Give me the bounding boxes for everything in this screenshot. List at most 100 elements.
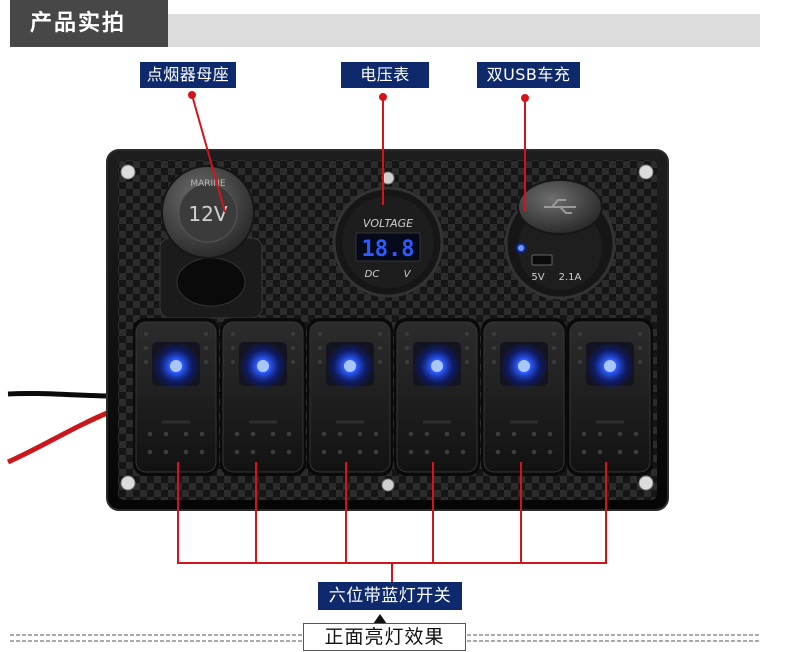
grip-dot [405, 332, 409, 336]
grip-dot [291, 346, 295, 350]
wires [6, 390, 113, 465]
rocker-switch-6 [567, 318, 653, 476]
cigarette-lighter-socket-icon: MARINE 12V [159, 165, 263, 319]
led-core [431, 360, 443, 372]
grip-dot [231, 346, 235, 350]
red-wire [6, 408, 113, 465]
grip-dot [617, 449, 623, 455]
voltmeter-icon: VOLTAGE 18.8 DC V [332, 186, 444, 298]
grip-dot [144, 332, 148, 336]
callout-label-switches: 六位带蓝灯开关 [318, 582, 462, 610]
grip-dot [337, 449, 343, 455]
usb-charger-icon: 5V 2.1A [504, 179, 616, 300]
grip-dot [378, 332, 382, 336]
grip-dot [321, 449, 327, 455]
usb-symbol-icon [544, 199, 576, 214]
grip-dot [408, 431, 414, 437]
voltmeter-display [355, 232, 421, 262]
usb-current-text: 2.1A [559, 272, 582, 283]
mounting-screws [120, 164, 654, 492]
grip-dot [460, 431, 466, 437]
grip-dot [204, 346, 208, 350]
rocker-switch-row [133, 318, 653, 476]
grip-dot [408, 449, 414, 455]
grip-dot [638, 346, 642, 350]
grip-dot [465, 332, 469, 336]
callout-label-lighter: 点烟器母座 [140, 62, 236, 88]
grip-dot [318, 360, 322, 364]
callout-bracket-switches [177, 462, 607, 582]
grip-dot [291, 360, 295, 364]
socket-cap-inner [178, 183, 238, 243]
grip-dot [492, 332, 496, 336]
grip-dot [638, 360, 642, 364]
led-core [170, 360, 182, 372]
usb-voltage-text: 5V [531, 272, 544, 283]
grip-dot [231, 332, 235, 336]
voltmeter-label: VOLTAGE [363, 217, 413, 230]
grip-dot [204, 360, 208, 364]
grip-dot [378, 346, 382, 350]
voltmeter-reading: 18.8 [362, 237, 415, 262]
usb-indicator-led-core [518, 245, 524, 251]
led-core [604, 360, 616, 372]
led-core [257, 360, 269, 372]
rocker-switch-3 [307, 318, 393, 476]
grip-dot [270, 431, 276, 437]
black-wire [7, 390, 113, 399]
grip-dot [204, 332, 208, 336]
led-core [518, 360, 530, 372]
voltmeter-dc-text: DC [365, 269, 380, 280]
rocker-switch-4 [394, 318, 480, 476]
footer-caption: 正面亮灯效果 [303, 623, 466, 651]
grip-dot [144, 346, 148, 350]
grip-dot [511, 449, 517, 455]
screw-icon [120, 164, 136, 180]
grip-dot [286, 431, 292, 437]
grip-dot [597, 449, 603, 455]
callout-line-lighter [191, 94, 226, 213]
callout-label-voltmeter: 电压表 [341, 62, 429, 88]
grip-dot [638, 332, 642, 336]
grip-dot [405, 346, 409, 350]
grip-dot [183, 431, 189, 437]
grip-dot [234, 431, 240, 437]
grip-dot [578, 346, 582, 350]
grip-dot [318, 332, 322, 336]
lighter-brand-text: MARINE [190, 179, 226, 189]
usb-port [531, 254, 553, 266]
grip-dot [547, 449, 553, 455]
grip-dot [199, 449, 205, 455]
grip-dot [183, 449, 189, 455]
grip-dot [492, 360, 496, 364]
header-bar [168, 14, 760, 47]
grip-dot [147, 449, 153, 455]
grip-dot [552, 346, 556, 350]
grip-dot [578, 360, 582, 364]
grip-dot [633, 449, 639, 455]
grip-dot [531, 449, 537, 455]
grip-dot [581, 431, 587, 437]
grip-dot [460, 449, 466, 455]
grip-dot [163, 431, 169, 437]
grip-dot [373, 449, 379, 455]
grip-dot [511, 431, 517, 437]
led-core [344, 360, 356, 372]
grip-dot [581, 449, 587, 455]
grip-dot [144, 360, 148, 364]
grip-dot [250, 431, 256, 437]
grip-dot [337, 431, 343, 437]
footer-divider [10, 614, 760, 642]
voltmeter-unit-text: V [404, 269, 412, 280]
grip-dot [357, 431, 363, 437]
rocker-switch-2 [220, 318, 306, 476]
screw-icon [638, 475, 654, 491]
grip-dot [234, 449, 240, 455]
grip-dot [321, 431, 327, 437]
grip-dot [373, 431, 379, 437]
grip-dot [357, 449, 363, 455]
grip-dot [405, 360, 409, 364]
grip-dot [531, 431, 537, 437]
grip-dot [552, 360, 556, 364]
